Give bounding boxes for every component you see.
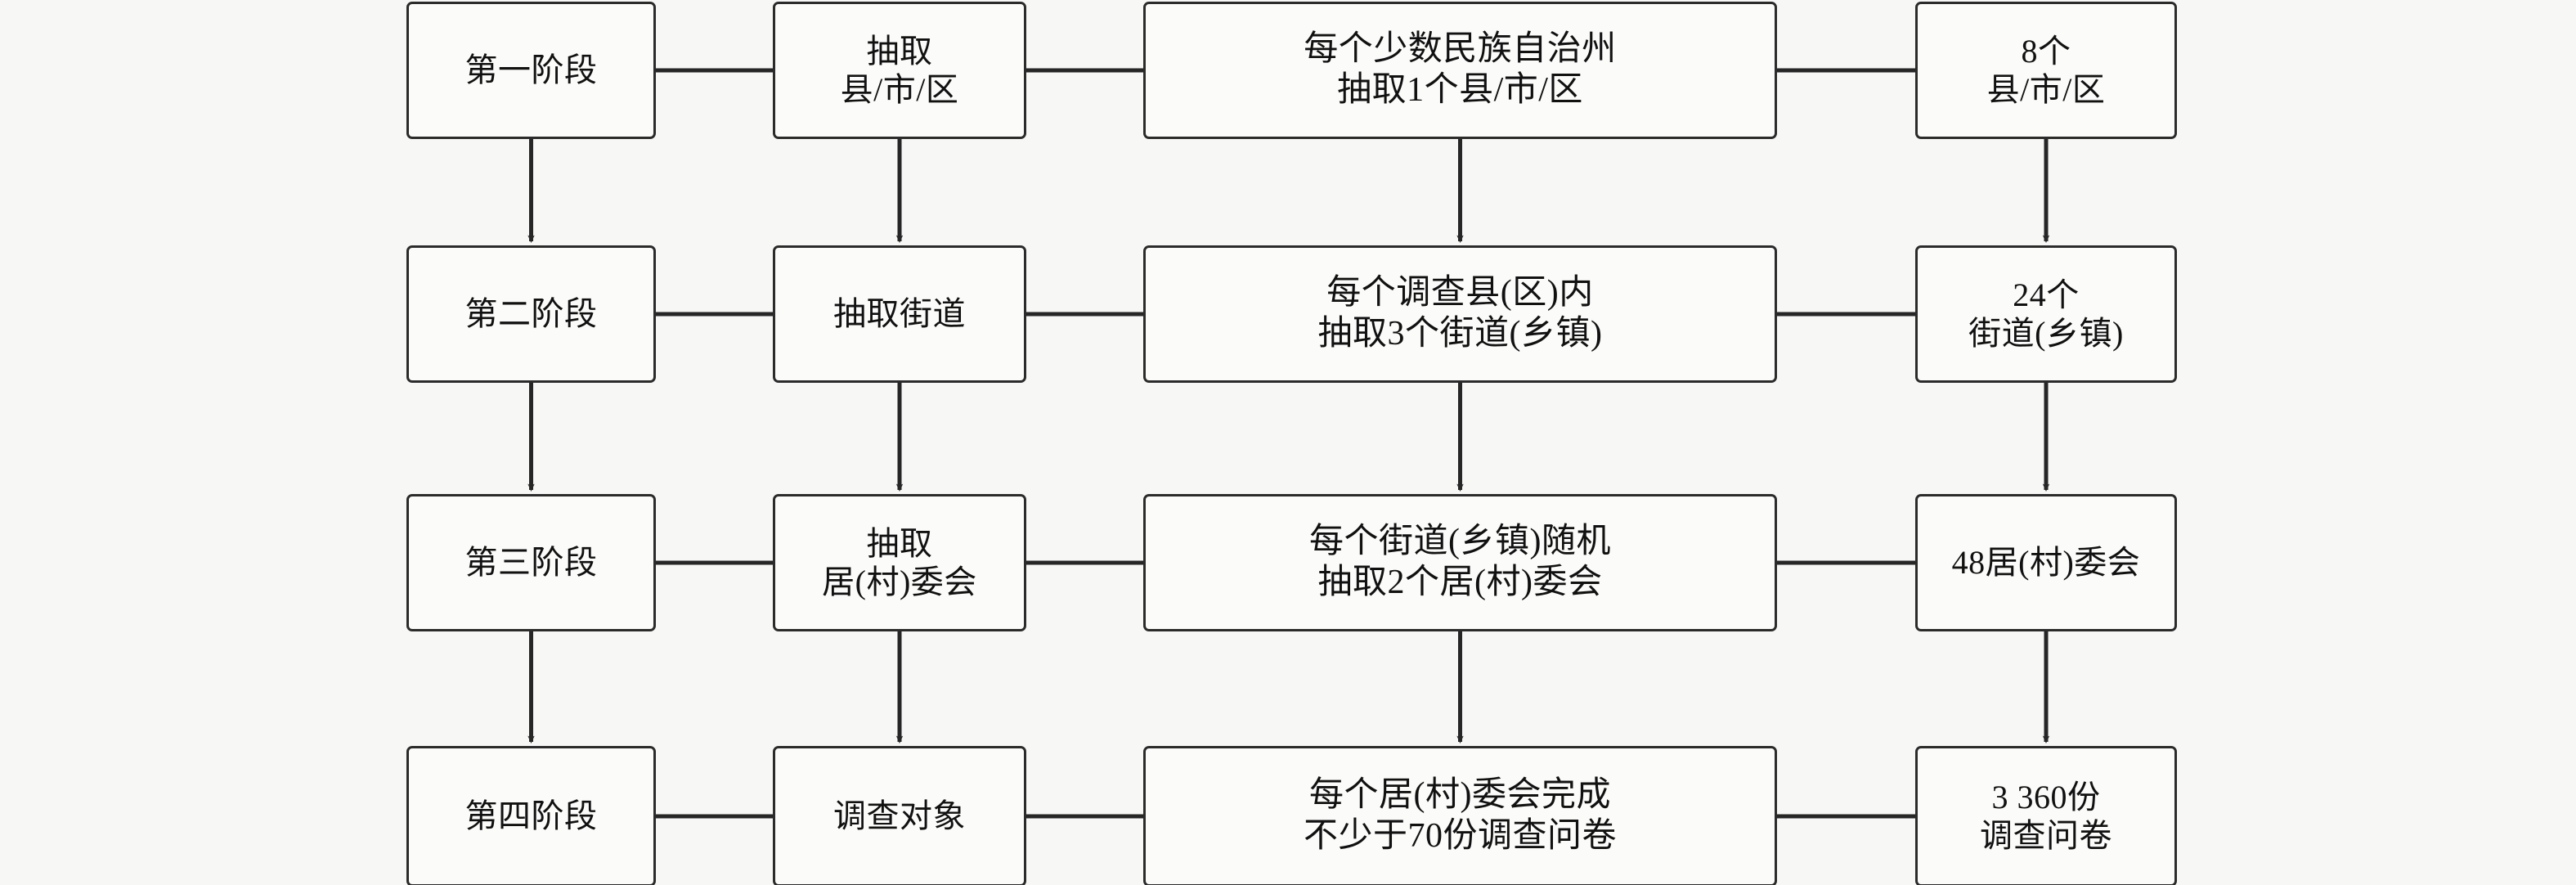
node-label: 抽取 县/市/区 bbox=[840, 32, 959, 108]
node-r2c1[interactable]: 第二阶段 bbox=[406, 245, 656, 383]
node-label: 第二阶段 bbox=[464, 295, 598, 333]
node-label: 每个调查县(区)内 抽取3个街道(乡镇) bbox=[1317, 274, 1603, 353]
node-label: 抽取街道 bbox=[833, 295, 966, 333]
node-label: 24个 街道(乡镇) bbox=[1968, 276, 2124, 352]
node-label: 3 360份 调查问卷 bbox=[1980, 778, 2112, 854]
node-r2c3[interactable]: 每个调查县(区)内 抽取3个街道(乡镇) bbox=[1143, 245, 1777, 383]
node-label: 每个街道(乡镇)随机 抽取2个居(村)委会 bbox=[1309, 523, 1611, 601]
node-r4c3[interactable]: 每个居(村)委会完成 不少于70份调查问卷 bbox=[1143, 746, 1777, 885]
node-r4c4[interactable]: 3 360份 调查问卷 bbox=[1915, 746, 2177, 885]
node-label: 每个居(村)委会完成 不少于70份调查问卷 bbox=[1303, 776, 1617, 855]
node-label: 每个少数民族自治州 抽取1个县/市/区 bbox=[1304, 30, 1617, 109]
node-r3c3[interactable]: 每个街道(乡镇)随机 抽取2个居(村)委会 bbox=[1143, 494, 1777, 631]
node-r3c4[interactable]: 48居(村)委会 bbox=[1915, 494, 2177, 631]
node-label: 第一阶段 bbox=[464, 52, 598, 89]
node-r1c3[interactable]: 每个少数民族自治州 抽取1个县/市/区 bbox=[1143, 2, 1777, 139]
node-r3c1[interactable]: 第三阶段 bbox=[406, 494, 656, 631]
node-label: 第四阶段 bbox=[464, 797, 598, 835]
node-r1c4[interactable]: 8个 县/市/区 bbox=[1915, 2, 2177, 139]
node-r2c4[interactable]: 24个 街道(乡镇) bbox=[1915, 245, 2177, 383]
node-r4c2[interactable]: 调查对象 bbox=[773, 746, 1026, 885]
node-r2c2[interactable]: 抽取街道 bbox=[773, 245, 1026, 383]
node-r1c1[interactable]: 第一阶段 bbox=[406, 2, 656, 139]
node-label: 抽取 居(村)委会 bbox=[822, 524, 977, 600]
node-label: 第三阶段 bbox=[464, 544, 598, 582]
node-label: 8个 县/市/区 bbox=[1986, 32, 2106, 108]
node-label: 48居(村)委会 bbox=[1951, 544, 2141, 582]
node-label: 调查对象 bbox=[833, 797, 966, 835]
node-r1c2[interactable]: 抽取 县/市/区 bbox=[773, 2, 1026, 139]
node-r3c2[interactable]: 抽取 居(村)委会 bbox=[773, 494, 1026, 631]
node-r4c1[interactable]: 第四阶段 bbox=[406, 746, 656, 885]
